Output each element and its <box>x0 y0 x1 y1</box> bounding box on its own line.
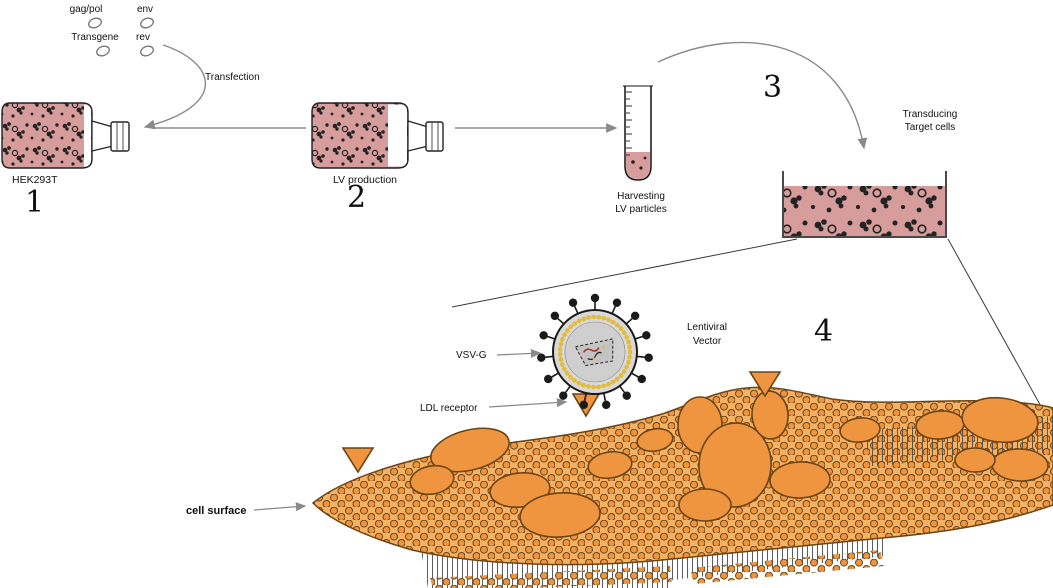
label-harvesting-line2: LV particles <box>615 204 667 215</box>
rev-plasmid-icon <box>140 45 154 57</box>
label-transgene: Transgene <box>71 32 119 43</box>
env-plasmid-icon <box>140 17 154 29</box>
ldl-receptor-icon-top <box>748 371 782 398</box>
tube-graduations <box>626 91 632 156</box>
label-gag-pol: gag/pol <box>70 4 103 15</box>
membrane-protein <box>636 427 674 453</box>
membrane-protein <box>961 396 1039 444</box>
lentiviral-vector-icon <box>537 293 653 410</box>
tube-outline <box>624 86 652 181</box>
membrane-protein <box>769 461 831 499</box>
label-hek293t: HEK293T <box>12 174 58 186</box>
membrane-protein <box>430 427 510 473</box>
ldl-receptor-arrow <box>488 398 568 408</box>
label-transfection: Transfection <box>205 72 260 83</box>
label-rev: rev <box>136 32 150 43</box>
step-number-4: 4 <box>814 314 833 349</box>
step-number-1: 1 <box>25 185 44 220</box>
plasmid-set: gag/pol env Transgene rev <box>70 4 154 57</box>
label-lentiviral-vector-line1: Lentiviral <box>687 322 727 333</box>
virus-matrix-ring <box>557 314 633 390</box>
flask2-neck <box>407 120 429 152</box>
zoom-line-right <box>947 238 1053 429</box>
label-transducing-line1: Transducing <box>903 109 958 120</box>
test-tube <box>623 85 653 181</box>
label-cell-surface: cell surface <box>186 505 247 517</box>
membrane-proteins <box>409 390 1049 538</box>
transduction-curve-arrow <box>657 41 868 150</box>
virus-rna <box>582 347 600 353</box>
zoom-line-left <box>451 238 798 308</box>
membrane-protein <box>409 464 455 496</box>
transgene-plasmid-icon <box>96 45 110 57</box>
flask1-neck <box>91 120 114 152</box>
ldl-receptor-icon-left <box>341 447 375 474</box>
label-lentiviral-vector-line2: Vector <box>693 336 722 347</box>
flask-lv-production <box>311 102 444 169</box>
label-ldl-receptor: LDL receptor <box>420 403 478 414</box>
target-cells-dish <box>782 171 947 238</box>
flask-hek293t <box>1 102 130 169</box>
tube-liquid <box>626 152 650 179</box>
membrane-lower-heads <box>430 566 672 588</box>
membrane-protein <box>678 488 732 522</box>
label-vsv-g: VSV-G <box>456 350 487 361</box>
dish-walls <box>782 171 947 238</box>
transfection-arrow <box>143 44 207 130</box>
virus-core <box>574 338 614 367</box>
label-env: env <box>137 4 153 15</box>
step-number-3: 3 <box>763 70 782 105</box>
step-number-2: 2 <box>347 180 366 215</box>
label-lv-production: LV production <box>333 174 397 186</box>
cell-membrane <box>312 371 1053 588</box>
gag-pol-plasmid-icon <box>88 17 102 29</box>
membrane-protein <box>954 447 996 473</box>
flask2-cap <box>425 121 444 152</box>
label-transducing-line2: Target cells <box>905 122 956 133</box>
membrane-protein <box>698 422 772 508</box>
label-harvesting-line1: Harvesting <box>617 191 665 202</box>
vsv-g-arrow <box>496 348 542 358</box>
cell-surface-arrow <box>253 502 307 512</box>
membrane-protein <box>519 492 601 538</box>
membrane-protein <box>587 450 633 480</box>
membrane-protein <box>839 417 881 443</box>
flask1-cap <box>110 121 130 152</box>
